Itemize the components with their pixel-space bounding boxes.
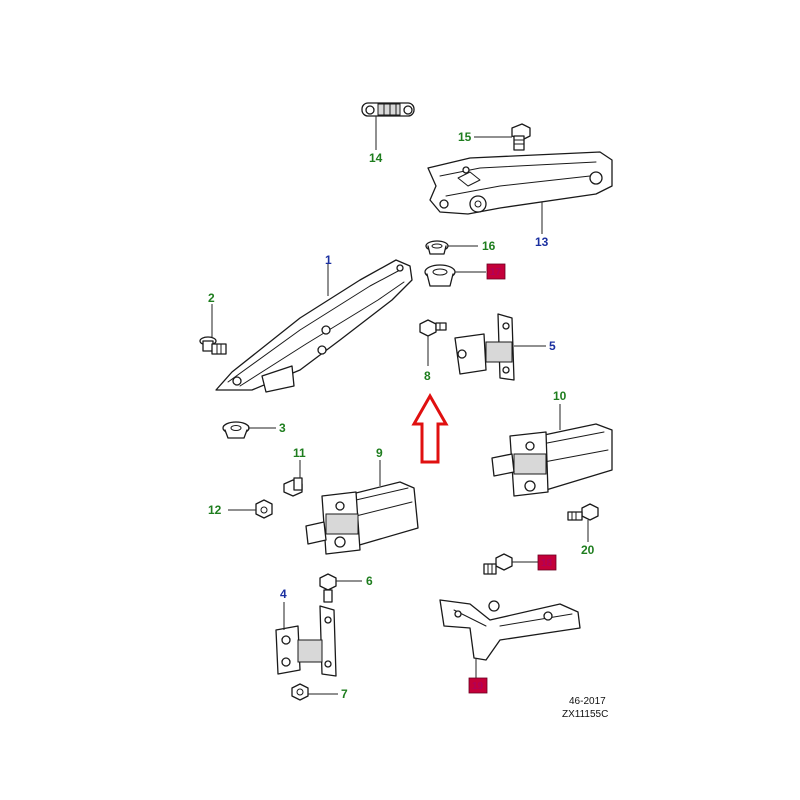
part-5-hinge[interactable] xyxy=(454,313,515,381)
callout-10[interactable]: 10 xyxy=(553,389,567,403)
callout-7[interactable]: 7 xyxy=(341,687,348,701)
part-16-bushing[interactable] xyxy=(425,240,449,255)
drawing-code: ZX11155C xyxy=(562,709,608,720)
callout-5[interactable]: 5 xyxy=(549,339,556,353)
part-9-check-strap[interactable] xyxy=(305,481,419,555)
part-1-hinge-bracket[interactable] xyxy=(215,259,413,393)
callout-18[interactable]: 18 xyxy=(541,558,553,569)
part-6-bolt[interactable] xyxy=(319,573,337,603)
callout-1[interactable]: 1 xyxy=(325,253,332,267)
callout-11[interactable]: 11 xyxy=(293,446,306,460)
part-10-check-strap[interactable] xyxy=(491,423,613,497)
leader-lines xyxy=(211,116,589,695)
callout-12[interactable]: 12 xyxy=(208,503,222,517)
part-2-bolt[interactable] xyxy=(199,336,227,355)
callout-18-box xyxy=(537,554,557,571)
callout-17-box xyxy=(486,263,506,280)
part-20-bolt[interactable] xyxy=(567,503,599,521)
part-7-bolt[interactable] xyxy=(291,683,309,701)
callout-16[interactable]: 16 xyxy=(482,239,496,253)
callout-13[interactable]: 13 xyxy=(535,235,549,249)
part-8-bolt[interactable] xyxy=(419,319,447,337)
callout-20[interactable]: 20 xyxy=(581,543,595,557)
callouts: 14 15 13 16 17 1 2 8 5 3 10 9 11 12 20 1… xyxy=(208,130,595,701)
callout-19[interactable]: 19 xyxy=(472,681,484,692)
indicator-arrow xyxy=(411,392,449,464)
date-code: 46-2017 xyxy=(569,696,606,707)
callout-6[interactable]: 6 xyxy=(366,574,373,588)
part-12-bolt[interactable] xyxy=(255,499,273,519)
part-19-bracket[interactable] xyxy=(439,599,581,661)
part-14-damper[interactable] xyxy=(361,102,415,117)
callout-14[interactable]: 14 xyxy=(369,151,383,165)
callout-8[interactable]: 8 xyxy=(424,369,431,383)
part-13-hinge-arm[interactable] xyxy=(427,151,613,215)
callout-19-box xyxy=(468,677,488,694)
part-15-bolt[interactable] xyxy=(511,123,531,151)
part-4-hinge[interactable] xyxy=(275,605,337,677)
callout-4[interactable]: 4 xyxy=(280,587,287,601)
part-17-grommet[interactable] xyxy=(424,264,456,287)
drawing-footer: 46-2017 ZX11155C xyxy=(562,696,608,720)
callout-9[interactable]: 9 xyxy=(376,446,383,460)
part-3-grommet[interactable] xyxy=(222,421,250,439)
callout-3[interactable]: 3 xyxy=(279,421,286,435)
callout-17[interactable]: 17 xyxy=(490,267,502,278)
callout-15[interactable]: 15 xyxy=(458,130,472,144)
callout-2[interactable]: 2 xyxy=(208,291,215,305)
part-18-bolt[interactable] xyxy=(483,553,513,575)
part-11-bolt[interactable] xyxy=(283,477,303,497)
